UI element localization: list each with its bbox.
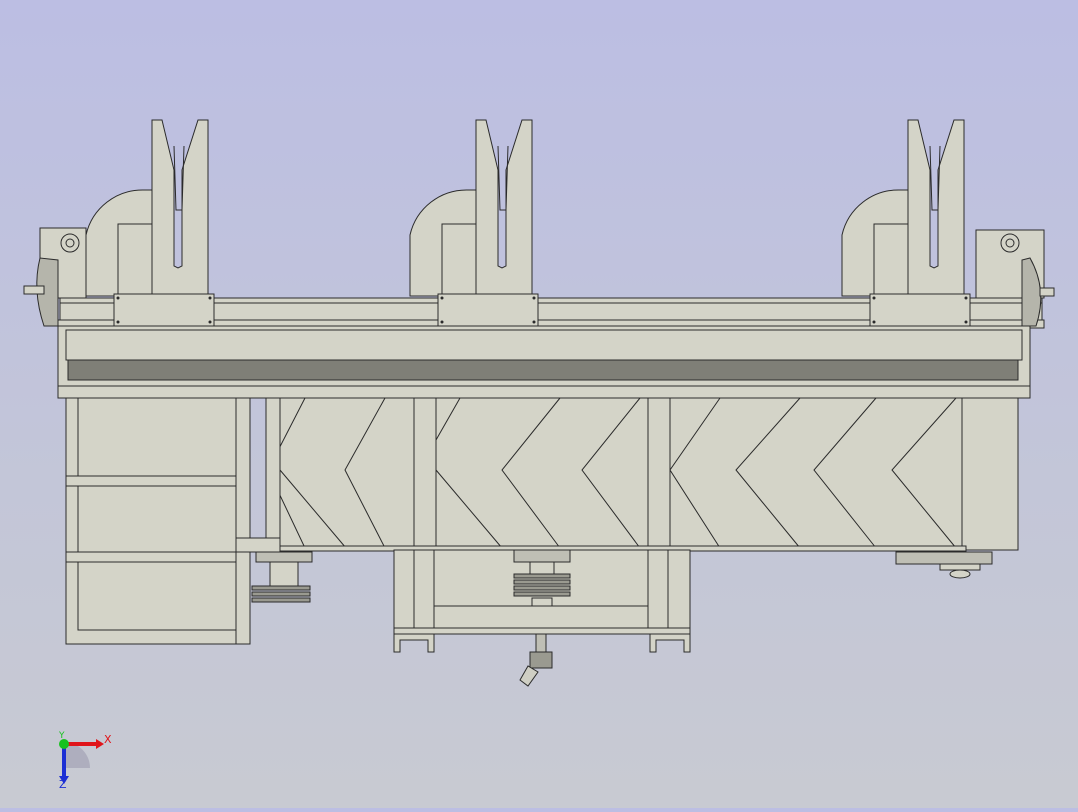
axis-triad xyxy=(59,739,104,784)
grate-housing xyxy=(267,397,1019,552)
pulley-left xyxy=(251,551,313,603)
station-right xyxy=(841,119,971,327)
end-bracket-left xyxy=(23,227,87,327)
universal-joint xyxy=(519,633,553,687)
bolts xyxy=(116,296,968,324)
y-axis-label: Y xyxy=(59,731,65,741)
x-axis-label: X xyxy=(104,733,112,746)
z-axis-label: Z xyxy=(59,778,67,791)
beam-shadow xyxy=(67,359,1019,381)
drive-shaft-left xyxy=(265,397,281,559)
station-left xyxy=(85,119,215,327)
end-bracket-right xyxy=(975,229,1055,327)
left-ladder-frame xyxy=(65,397,251,645)
pulley-right xyxy=(895,551,993,579)
y-axis-dot xyxy=(59,739,69,749)
pulley-center xyxy=(513,549,571,607)
station-center xyxy=(409,119,539,327)
